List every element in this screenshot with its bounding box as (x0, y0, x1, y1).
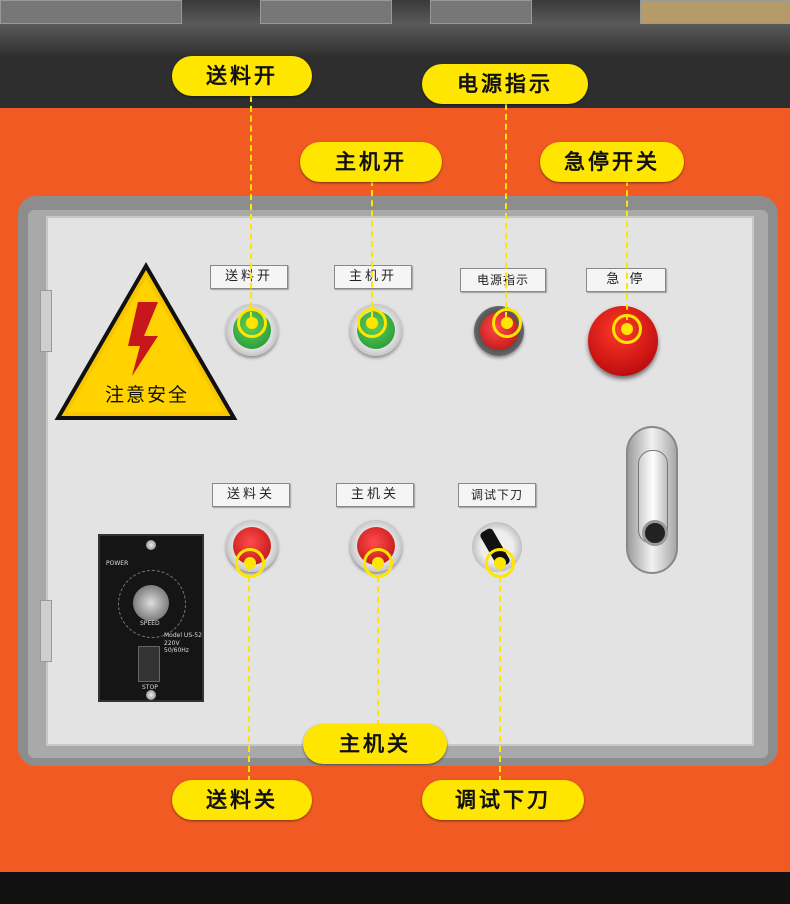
hinge (40, 600, 52, 662)
plate-main-on: 主机开 (334, 265, 412, 289)
leader-line (248, 566, 250, 782)
plate-power-indicator: 电源指示 (460, 268, 546, 292)
machine-part (260, 0, 392, 24)
machine-part (640, 0, 790, 24)
callout-marker (357, 308, 387, 338)
callout-marker (612, 314, 642, 344)
plate-feed-on: 送料开 (210, 265, 288, 289)
lock-icon (642, 520, 668, 546)
callout-marker (485, 548, 515, 578)
screw (146, 690, 156, 700)
callout-marker (235, 548, 265, 578)
machine-part (430, 0, 532, 24)
floor-shadow (0, 872, 790, 904)
machine-top (0, 0, 790, 60)
callout-marker (237, 308, 267, 338)
speed-controller: POWER SPEED Model US-52 220V 50/60Hz STO… (98, 534, 204, 702)
callout-marker (363, 548, 393, 578)
hinge (40, 290, 52, 352)
machine-frame (0, 56, 790, 108)
warning-text: 注意安全 (104, 384, 189, 406)
stop-label: STOP (142, 684, 158, 691)
model-label: Model US-52 (164, 632, 202, 639)
leader-line (505, 104, 507, 318)
speed-dial-scale (118, 570, 186, 638)
plate-main-off: 主机关 (336, 483, 414, 507)
callout-feed-on: 送料开 (172, 56, 312, 96)
power-switch[interactable] (138, 646, 160, 682)
speed-controller-title: POWER (106, 560, 129, 567)
callout-power-indicator: 电源指示 (422, 64, 588, 104)
door-handle[interactable] (626, 426, 678, 574)
callout-marker (492, 308, 522, 338)
leader-line (499, 566, 501, 782)
callout-main-on: 主机开 (300, 142, 442, 182)
spec-label: 220V 50/60Hz (164, 640, 189, 654)
callout-main-off: 主机关 (303, 724, 447, 764)
plate-debug-cut: 调试下刀 (458, 483, 536, 507)
leader-line (371, 180, 373, 318)
screw (146, 540, 156, 550)
speed-label: SPEED (140, 620, 160, 627)
machine-part (0, 0, 182, 24)
warning-sign (54, 262, 238, 420)
speed-knob[interactable] (133, 585, 169, 621)
plate-feed-off: 送料关 (212, 483, 290, 507)
leader-line (626, 180, 628, 320)
callout-debug-cut: 调试下刀 (422, 780, 584, 820)
leader-line (250, 96, 252, 318)
lightning-icon (128, 302, 158, 376)
callout-feed-off: 送料关 (172, 780, 312, 820)
leader-line (377, 566, 379, 726)
callout-emergency-stop: 急停开关 (540, 142, 684, 182)
